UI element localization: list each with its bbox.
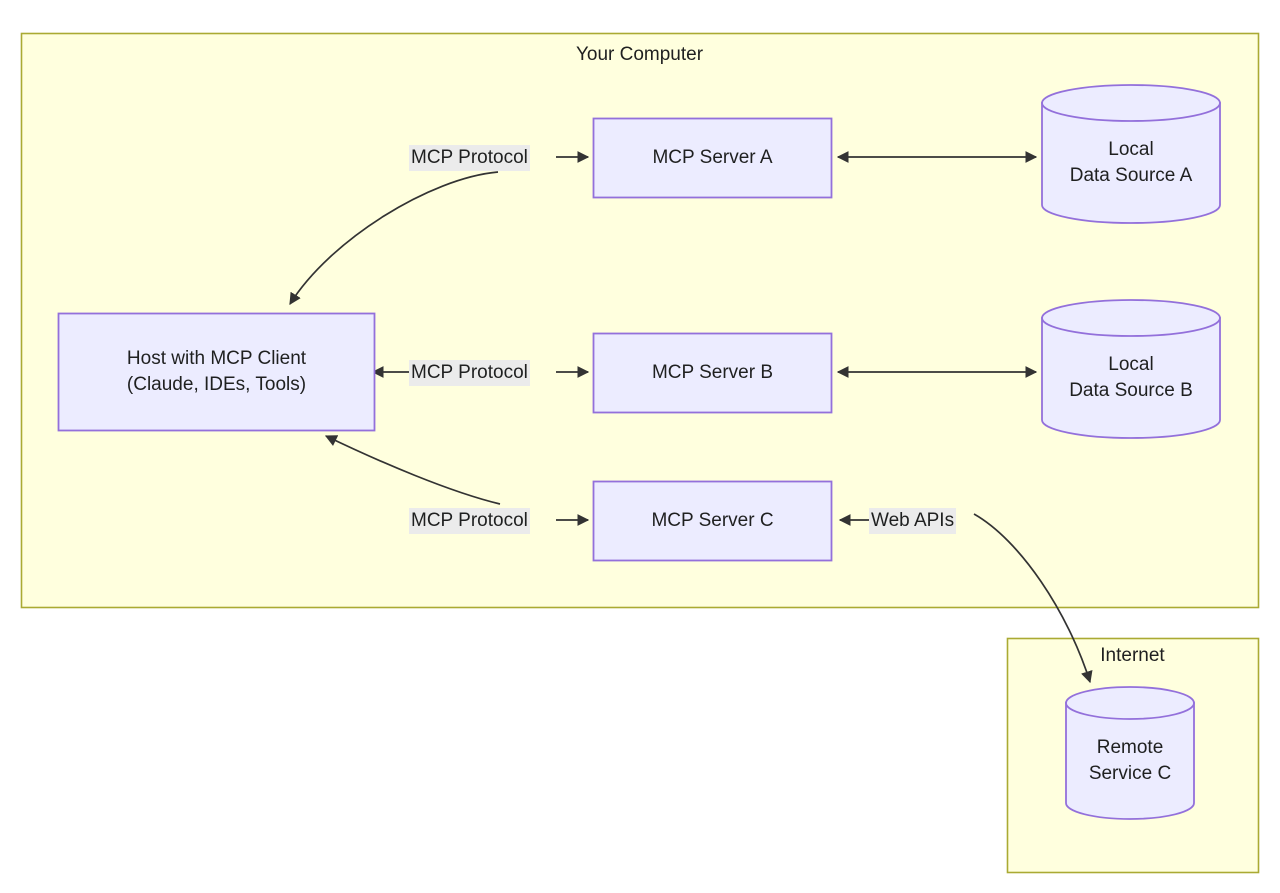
edge-server-c-to-remote-service-c bbox=[973, 513, 1093, 684]
node-host[interactable] bbox=[57, 312, 376, 432]
edge-label-mcp-protocol-b: MCP Protocol bbox=[409, 360, 530, 386]
cluster-title-internet: Internet bbox=[1100, 645, 1165, 666]
edge-label-mcp-protocol-a: MCP Protocol bbox=[409, 145, 530, 171]
cluster-title-your-computer: Your Computer bbox=[575, 44, 704, 65]
edge-server-c-to-host bbox=[324, 435, 501, 505]
node-server-b[interactable] bbox=[592, 332, 833, 414]
node-data-source-b[interactable] bbox=[1041, 299, 1221, 439]
node-data-source-a[interactable] bbox=[1041, 84, 1221, 224]
edge-host-to-server-a bbox=[289, 171, 499, 306]
node-server-c[interactable] bbox=[592, 480, 833, 562]
node-server-a[interactable] bbox=[592, 117, 833, 199]
node-remote-service-c[interactable] bbox=[1065, 686, 1195, 820]
edge-label-mcp-protocol-c: MCP Protocol bbox=[409, 508, 530, 534]
edge-label-web-apis: Web APIs bbox=[869, 508, 957, 534]
